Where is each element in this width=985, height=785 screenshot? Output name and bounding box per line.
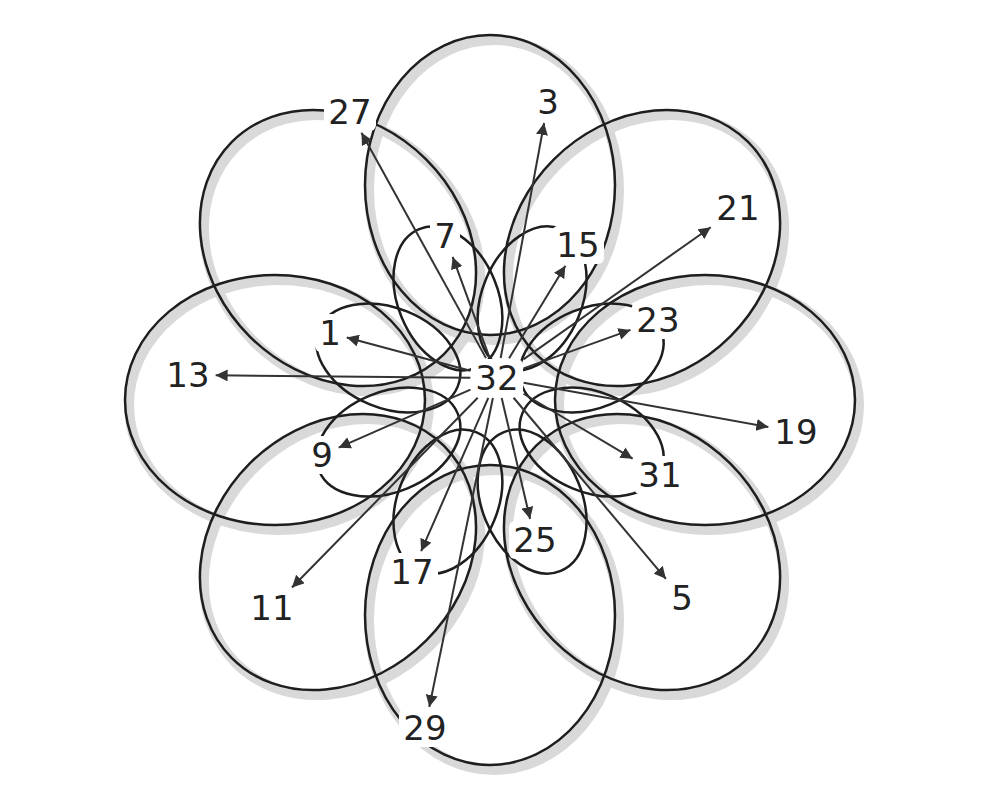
number-text: 1: [319, 315, 341, 351]
arrow: [509, 266, 565, 358]
petal-number: 5: [667, 579, 697, 617]
petal-number: 11: [246, 589, 297, 627]
petal-number: 31: [634, 456, 685, 494]
arrow: [292, 398, 478, 588]
number-text: 11: [250, 590, 293, 626]
petal-number: 29: [399, 709, 450, 747]
number-text: 23: [636, 302, 679, 338]
arrow: [347, 338, 471, 371]
number-text: 17: [390, 554, 433, 590]
number-text: 7: [434, 218, 456, 254]
number-text: 25: [513, 522, 556, 558]
petal-number: 17: [386, 553, 437, 591]
petal-number: 3: [533, 83, 563, 121]
petal-number: 21: [712, 189, 763, 227]
number-text: 15: [556, 227, 599, 263]
petal-number: 19: [770, 413, 821, 451]
arrow: [524, 330, 631, 369]
outer-loops: [125, 35, 855, 765]
petal-number: 13: [162, 356, 213, 394]
petal-number: 23: [632, 301, 683, 339]
arrow: [502, 398, 530, 519]
number-text: 3: [537, 84, 559, 120]
petal-number: 15: [552, 226, 603, 264]
petal-number: 9: [307, 436, 337, 474]
arrow: [216, 375, 471, 377]
number-text: 21: [716, 190, 759, 226]
number-text: 31: [638, 457, 681, 493]
arrow: [339, 390, 471, 448]
number-text: 5: [671, 580, 693, 616]
number-text: 9: [311, 437, 333, 473]
arrow: [429, 398, 493, 707]
hub-number: 32: [471, 359, 522, 397]
arrow: [453, 257, 490, 358]
petal-number: 27: [324, 93, 375, 131]
arrow: [361, 133, 486, 358]
arrow: [524, 383, 769, 427]
petal-number: 7: [430, 217, 460, 255]
number-text: 32: [475, 360, 518, 396]
number-text: 29: [403, 710, 446, 746]
arrow: [523, 394, 632, 459]
number-text: 19: [774, 414, 817, 450]
number-text: 13: [166, 357, 209, 393]
rosette-shadow: [129, 40, 859, 770]
number-text: 27: [328, 94, 371, 130]
petal-number: 25: [509, 521, 560, 559]
arrow: [501, 123, 544, 358]
petal-number: 1: [315, 314, 345, 352]
